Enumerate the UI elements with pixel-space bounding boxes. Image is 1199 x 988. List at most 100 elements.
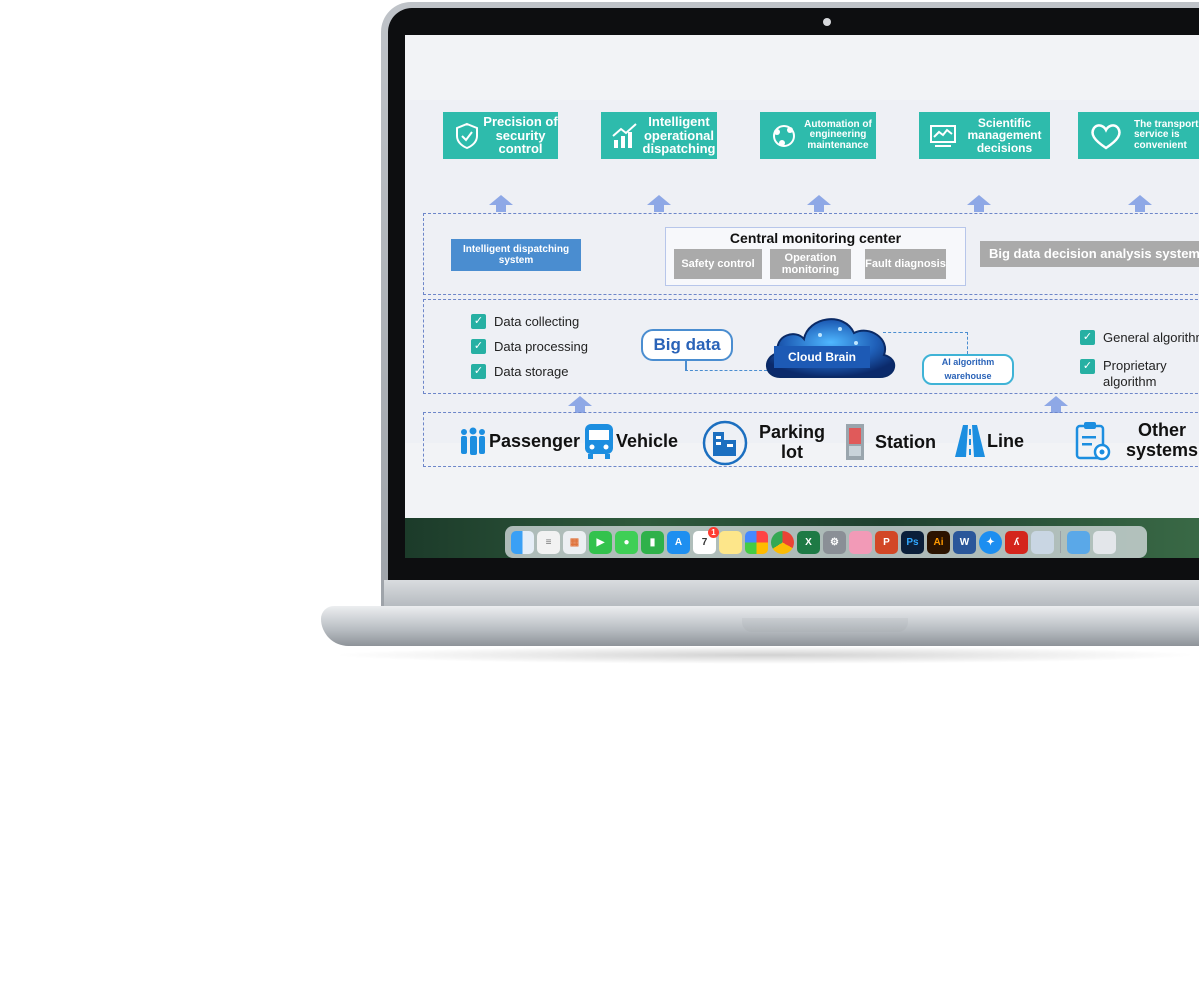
cleaner-icon[interactable]: [849, 530, 872, 554]
up-arrow-stem: [814, 205, 824, 212]
laptop-shadow: [330, 646, 1199, 664]
clipboard-gear-icon: [1075, 422, 1111, 461]
check-item: ✓Data storage: [471, 364, 568, 379]
check-item: ✓Data processing: [471, 339, 588, 354]
connector: [883, 332, 968, 333]
source-passenger: Passenger: [457, 425, 580, 457]
trash-icon[interactable]: [1093, 530, 1116, 554]
goal-label: Intelligent operational dispatching: [642, 114, 716, 157]
goal-dispatching: Intelligent operational dispatching: [601, 112, 717, 159]
safari-icon[interactable]: ✦: [979, 530, 1002, 554]
up-arrow-stem: [496, 205, 506, 212]
dispatch-system: Intelligent dispatching system: [451, 239, 581, 271]
dock: ≡ ▦ ▶ ● ▮ A 7 1 X ⚙ P Ps Ai W ✦ ʎ: [505, 526, 1147, 558]
goal-decisions: Scientific management decisions: [919, 112, 1050, 159]
preview-icon[interactable]: [1031, 530, 1054, 554]
up-arrow: [489, 195, 513, 205]
check-item: ✓Proprietary algorithm: [1080, 358, 1190, 391]
checkbox-icon: ✓: [471, 314, 486, 329]
up-arrow: [568, 396, 592, 406]
up-arrow-stem: [654, 205, 664, 212]
big-data-badge: Big data: [641, 329, 733, 361]
photoshop-icon[interactable]: Ps: [901, 530, 924, 554]
architecture-slide: Precision of security control Intelligen…: [405, 100, 1199, 467]
goal-label: Scientific management decisions: [967, 115, 1042, 155]
up-arrow-stem: [1051, 406, 1061, 413]
up-arrow: [807, 195, 831, 205]
launchpad-grid-icon[interactable]: ▦: [563, 530, 586, 554]
source-vehicle: Vehicle: [582, 422, 678, 460]
source-station: Station: [843, 422, 936, 462]
up-arrow: [647, 195, 671, 205]
up-arrow-stem: [1135, 205, 1145, 212]
up-arrow: [967, 195, 991, 205]
goal-label: Precision of security control: [483, 114, 558, 157]
camera-icon: [823, 18, 831, 26]
screen: Precision of security control Intelligen…: [405, 35, 1199, 558]
launchpad-list-icon[interactable]: ≡: [537, 530, 560, 554]
bus-icon: [585, 424, 613, 459]
folder-icon[interactable]: [1067, 530, 1090, 554]
settings-icon[interactable]: ⚙: [823, 530, 846, 554]
notes-icon[interactable]: [719, 530, 742, 554]
management-layer: [423, 213, 1199, 295]
monitor-item: Operation monitoring: [770, 249, 851, 279]
powerpoint-icon[interactable]: P: [875, 530, 898, 554]
messages-icon[interactable]: ●: [615, 530, 638, 554]
connector: [685, 370, 767, 371]
laptop-hinge: [384, 580, 1199, 606]
monitor-item: Safety control: [674, 249, 762, 279]
photos-icon[interactable]: [745, 530, 768, 554]
up-arrow-stem: [974, 205, 984, 212]
cloud-brain-label: Cloud Brain: [774, 346, 870, 368]
notification-badge: 1: [708, 526, 719, 538]
network-nodes-icon: [773, 124, 795, 147]
monitor-chart-icon: [930, 124, 956, 147]
checkbox-icon: ✓: [471, 364, 486, 379]
people-icon: [461, 427, 485, 455]
monitor-item: Fault diagnosis: [865, 249, 946, 279]
facetime-icon[interactable]: ▶: [589, 530, 612, 554]
app-store-icon[interactable]: A: [667, 530, 690, 554]
goal-security: Precision of security control: [443, 112, 558, 159]
building-icon: [702, 420, 748, 466]
ai-warehouse: AI algorithm warehouse: [922, 354, 1014, 385]
excel-icon[interactable]: X: [797, 530, 820, 554]
goal-convenient: The transport service is convenient: [1078, 112, 1199, 159]
connector: [967, 332, 968, 354]
core-layer: [423, 299, 1199, 394]
cloud-brain-icon: [766, 318, 895, 378]
up-arrow: [1128, 195, 1152, 205]
checkbox-icon: ✓: [471, 339, 486, 354]
chrome-icon[interactable]: [771, 530, 794, 554]
bar-chart-icon: [612, 122, 637, 148]
word-icon[interactable]: W: [953, 530, 976, 554]
numbers-icon[interactable]: ▮: [641, 530, 664, 554]
source-line: Line: [953, 423, 1024, 459]
goal-label: Automation of engineering maintenance: [804, 118, 872, 151]
road-icon: [955, 425, 985, 457]
monitoring-title: Central monitoring center: [729, 230, 902, 246]
up-arrow-stem: [575, 406, 585, 413]
illustrator-icon[interactable]: Ai: [927, 530, 950, 554]
source-parking-lot: Parking lot: [702, 420, 832, 466]
checkbox-icon: ✓: [1080, 330, 1095, 345]
check-item: ✓General algorithm: [1080, 330, 1199, 345]
big-data-system: Big data decision analysis system: [980, 241, 1199, 267]
acrobat-icon[interactable]: ʎ: [1005, 530, 1028, 554]
up-arrow: [1044, 396, 1068, 406]
calendar-icon[interactable]: 7 1: [693, 526, 719, 554]
station-icon: [846, 424, 864, 460]
dock-separator: [1060, 531, 1061, 553]
laptop-notch: [742, 618, 908, 632]
goal-label: The transport service is convenient: [1134, 118, 1199, 151]
finder-icon[interactable]: [511, 530, 534, 554]
shield-check-icon: [456, 122, 478, 149]
source-layer: [423, 412, 1199, 467]
connector: [685, 360, 687, 370]
source-other-systems: Other systems: [1073, 420, 1199, 462]
goal-maintenance: Automation of engineering maintenance: [760, 112, 876, 159]
bezel-bottom: [405, 558, 1199, 580]
check-item: ✓Data collecting: [471, 314, 579, 329]
